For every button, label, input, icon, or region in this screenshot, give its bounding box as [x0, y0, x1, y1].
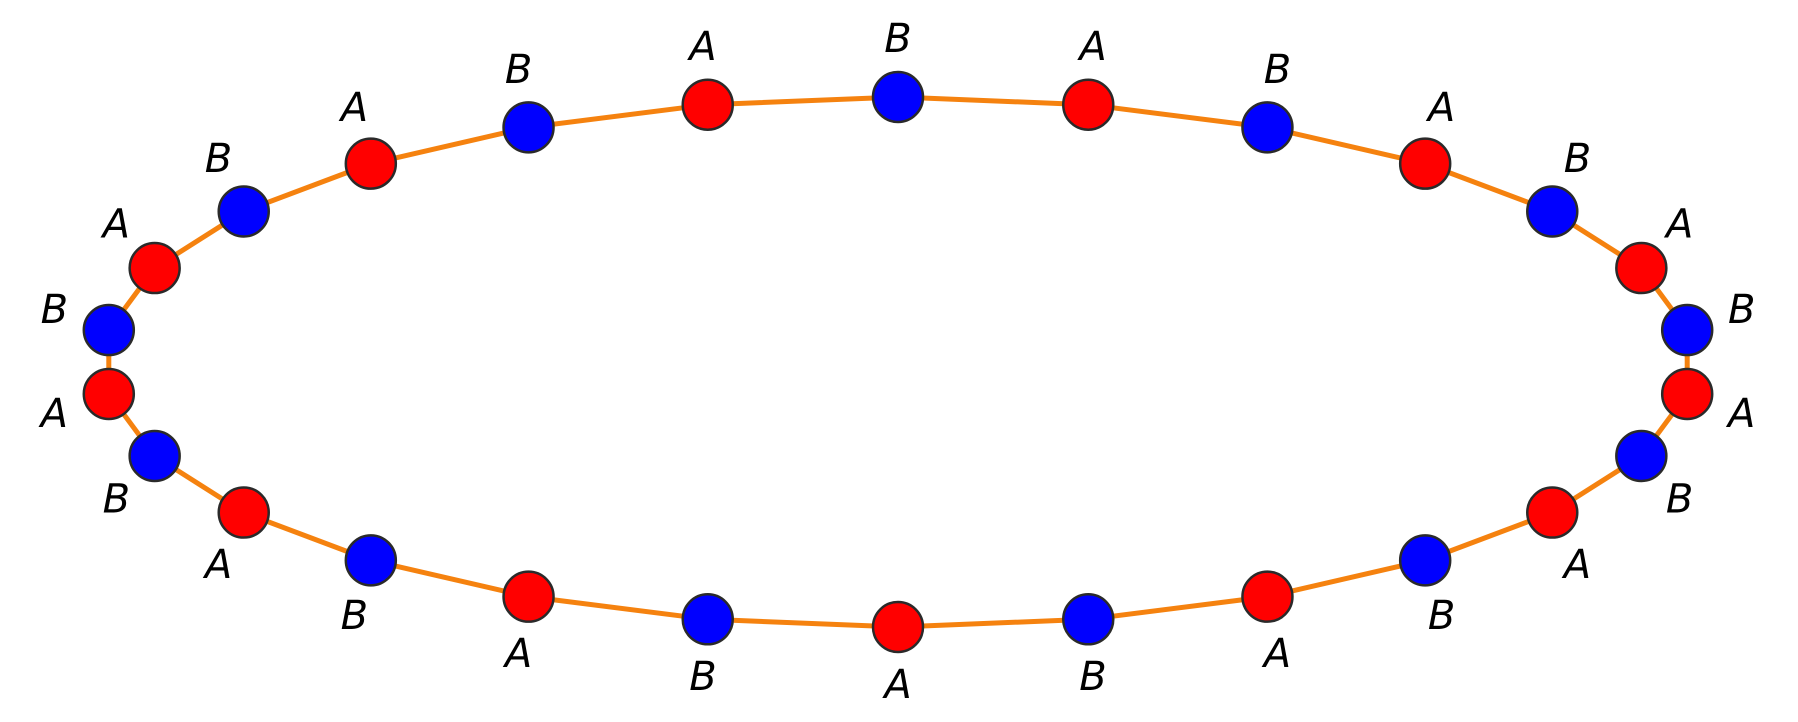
site-a-node: [681, 78, 734, 131]
site-label: A: [881, 662, 911, 708]
site-label: A: [1561, 542, 1591, 588]
site-a-node: [217, 486, 270, 539]
site-label: B: [1564, 136, 1591, 182]
site-a-node: [871, 600, 925, 654]
site-a-node: [1398, 137, 1452, 190]
site-label: B: [884, 16, 911, 62]
site-b-node: [344, 534, 398, 587]
site-label: B: [341, 593, 368, 639]
site-a-node: [344, 137, 398, 190]
site-label: A: [686, 24, 716, 70]
site-label: A: [338, 85, 368, 131]
site-b-node: [217, 185, 270, 238]
site-a-node: [1241, 570, 1294, 623]
site-b-node: [681, 593, 734, 646]
site-label: B: [505, 47, 532, 93]
site-b-node: [502, 101, 555, 154]
site-b-node: [1615, 429, 1668, 483]
site-b-node: [871, 70, 925, 124]
site-b-node: [128, 429, 181, 483]
site-label: A: [1725, 391, 1755, 437]
site-label: B: [103, 477, 130, 523]
site-a-node: [82, 367, 136, 421]
site-b-node: [82, 303, 136, 357]
site-label: B: [205, 136, 232, 182]
site-label: A: [1076, 24, 1106, 70]
site-label: A: [502, 631, 532, 677]
ring-bond-line: [106, 94, 1690, 630]
site-a-node: [1062, 78, 1115, 131]
site-a-node: [1615, 241, 1668, 295]
site-label: B: [1428, 593, 1455, 639]
site-a-node: [1660, 367, 1714, 421]
site-label: A: [1261, 631, 1291, 677]
ring-sites: [82, 70, 1714, 654]
site-label: B: [1079, 654, 1106, 700]
site-label: A: [202, 542, 232, 588]
site-label: A: [38, 391, 68, 437]
site-label: B: [689, 654, 716, 700]
site-b-node: [1660, 303, 1714, 357]
site-label: B: [1264, 47, 1291, 93]
site-label: A: [1425, 85, 1455, 131]
site-label: B: [1728, 287, 1755, 333]
site-a-node: [502, 570, 555, 623]
site-b-node: [1241, 101, 1294, 154]
site-b-node: [1526, 185, 1579, 238]
site-label: B: [41, 287, 68, 333]
site-b-node: [1398, 534, 1452, 587]
site-label: A: [1663, 201, 1693, 247]
site-label: A: [100, 201, 130, 247]
site-a-node: [128, 241, 181, 295]
site-label: B: [1666, 477, 1693, 523]
site-a-node: [1526, 486, 1579, 539]
site-b-node: [1062, 593, 1115, 646]
